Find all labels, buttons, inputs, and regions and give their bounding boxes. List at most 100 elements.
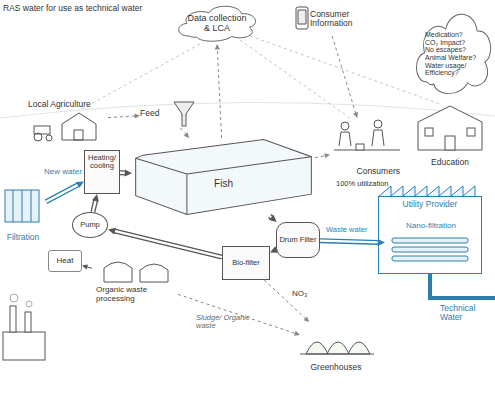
pipe-connector: [120, 169, 132, 176]
flow-line: [178, 294, 295, 333]
school-door: [445, 136, 455, 150]
greenhouse-arch: [348, 342, 370, 354]
arrow-head: [184, 132, 190, 138]
node-text: Water usage/ Efficiency?: [425, 62, 489, 77]
building-lines: [13, 190, 31, 222]
node-text: Bio-filter: [232, 259, 260, 267]
note-label: 100% utilization: [336, 180, 408, 188]
node-text: Animal Welfare?: [425, 54, 476, 62]
arrow-head: [76, 182, 84, 188]
process-box: Heating/ cooling: [84, 150, 120, 194]
person-head: [341, 122, 349, 130]
waste-processing-node: Organic waste processing: [92, 256, 178, 304]
farm-node: Local Agriculture: [28, 100, 108, 140]
node-text: Feed: [140, 109, 159, 118]
phone-body: [296, 7, 308, 29]
digester-tank: [140, 264, 168, 282]
technical-water-pipe: [430, 274, 495, 298]
tank-path: [136, 157, 312, 215]
power-plant: [3, 294, 45, 360]
nanofiltration-unit: Nano-filtration: [385, 221, 477, 267]
info-flow-arrow: [178, 294, 300, 335]
arrow-head: [108, 228, 116, 235]
arrow-head: [125, 169, 132, 176]
heat-node: Heat: [48, 250, 82, 272]
filtration-building: [5, 190, 39, 222]
building-body: [5, 190, 39, 222]
barn-outline: [62, 113, 96, 140]
node-text: Consumers: [357, 167, 400, 176]
flow-line: [217, 49, 221, 138]
flow-line: [87, 267, 92, 268]
water-pipe: [320, 239, 385, 246]
filtration-node: Filtration: [0, 186, 46, 242]
pipe-bore: [270, 216, 272, 218]
greenhouse-arch: [306, 342, 328, 354]
cloud-path: [416, 14, 490, 93]
phone-screen: [298, 10, 306, 24]
feed-funnel: [174, 102, 194, 126]
greenhouse-arch: [327, 342, 349, 354]
info-flow-arrow: [215, 44, 222, 138]
tank-outline: [132, 138, 315, 216]
node-text: Local Agriculture: [28, 100, 91, 109]
flow-line: [180, 128, 186, 134]
node-text: Data collection & LCA: [184, 14, 250, 34]
pipe-wall: [320, 241, 379, 243]
flow-line: [108, 116, 135, 118]
pipe-wall: [270, 216, 272, 218]
pipe-connector: [269, 215, 277, 222]
tank-path: [136, 140, 312, 215]
node-text: Nano-filtration: [406, 222, 456, 231]
food-item: [356, 144, 364, 150]
cloud-node: Data collection & LCA: [172, 0, 260, 44]
output-label: Technical Water: [440, 304, 495, 323]
drum-filter-box: Drum Filter: [276, 222, 320, 258]
cloud-path: [179, 6, 256, 41]
arrow-head: [92, 194, 99, 202]
info-flow-arrow: [332, 36, 358, 118]
leader-line: [250, 36, 440, 104]
arrow-head: [215, 44, 220, 50]
arrow-head: [134, 113, 140, 118]
pipe-connector: [108, 228, 222, 257]
pump-symbol: Pump: [72, 212, 108, 238]
person-head: [374, 120, 382, 128]
ground-line: [300, 354, 374, 355]
node-text: Fish: [214, 178, 233, 189]
tractor-wheel: [46, 135, 52, 141]
edge-label: New water: [44, 168, 86, 177]
utility-building: Utility ProviderNano-filtration: [378, 196, 482, 274]
node-text: CO₂ Impact?: [425, 39, 465, 47]
info-flow-arrow: [264, 280, 309, 322]
pipe-wall: [120, 170, 126, 175]
digester-tank: [104, 262, 132, 282]
arrow-head: [303, 316, 309, 322]
chimney: [25, 312, 31, 332]
edge-label: Waste water: [326, 226, 382, 234]
info-flow-arrow: [180, 128, 189, 138]
arrow-head: [269, 215, 277, 222]
phone-icon: [296, 7, 308, 29]
info-flow-arrow: [108, 113, 140, 118]
arrow-head: [353, 112, 358, 118]
flow-line: [332, 36, 356, 113]
info-flow-arrow: [315, 153, 330, 158]
waste-tanks: [104, 262, 168, 282]
feed-node: Feed: [140, 100, 196, 128]
biofilter-box: Bio-filter: [222, 246, 270, 280]
consumers-node: Consumers: [330, 118, 402, 176]
node-text: Heating/ cooling: [86, 154, 118, 171]
greenhouse-illustration: [300, 342, 374, 354]
flow-line: [264, 280, 305, 319]
filter-cylinder: [392, 247, 468, 252]
leader-line: [240, 40, 350, 118]
table-line: [334, 150, 400, 151]
fish-tank: Fish: [132, 138, 315, 216]
diagram-title: RAS water for use as technical water: [3, 4, 171, 13]
pipe-bore: [93, 200, 96, 212]
node-text: Education: [431, 158, 469, 167]
school-window: [425, 128, 433, 136]
person-body: [339, 132, 351, 146]
